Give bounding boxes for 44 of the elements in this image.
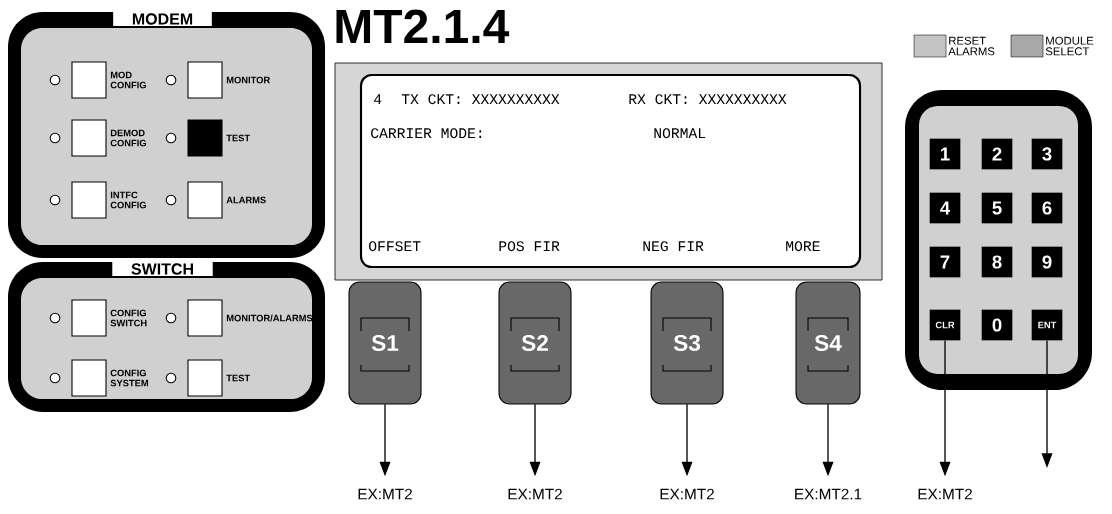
screen-text: NEG FIR bbox=[643, 241, 704, 252]
indicator-button: MODULE SELECT bbox=[1010, 34, 1094, 58]
node-label: RESET ALARMS bbox=[948, 36, 995, 56]
softkey: S2 bbox=[498, 281, 572, 405]
title: MT2.1.4 bbox=[336, 9, 510, 43]
node-label: MONITOR/ALARMS bbox=[226, 314, 313, 322]
indicator-button: RESET ALARMS bbox=[913, 34, 995, 58]
node-label: ALARMS bbox=[226, 196, 266, 204]
node-label: TEST bbox=[226, 134, 251, 142]
node-label: DEMOD CONFIG bbox=[110, 129, 146, 147]
node-label: INTFC CONFIG bbox=[110, 191, 146, 209]
screen-text: POS FIR bbox=[499, 241, 560, 252]
panel-button: MOD CONFIG bbox=[71, 61, 146, 99]
target-label: EX:MT2 bbox=[358, 488, 412, 500]
panel-button: CONFIG SWITCH bbox=[71, 299, 147, 337]
screen-text: NORMAL bbox=[654, 128, 706, 139]
softkey: S1 bbox=[348, 281, 422, 405]
node-label: TEST bbox=[226, 374, 251, 382]
screen-text: MORE bbox=[786, 241, 820, 252]
screen-text: OFFSET bbox=[369, 241, 421, 252]
display-screen bbox=[334, 62, 883, 281]
node-label: MODULE SELECT bbox=[1045, 36, 1094, 56]
target-label: EX:MT2 bbox=[660, 488, 714, 500]
panel-button: INTFC CONFIG bbox=[71, 181, 146, 219]
screen-text: 4 bbox=[374, 94, 382, 104]
node-label: CONFIG SWITCH bbox=[110, 309, 147, 327]
screen-text: TX CKT: XXXXXXXXXX bbox=[401, 94, 560, 105]
target-label: EX:MT2 bbox=[508, 488, 562, 500]
node-label: MOD CONFIG bbox=[110, 71, 146, 89]
target-label: EX:MT2 bbox=[918, 488, 972, 500]
node-label: MONITOR bbox=[226, 76, 270, 84]
panel-button: CONFIG SYSTEM bbox=[71, 359, 149, 397]
node-label: CONFIG SYSTEM bbox=[110, 369, 149, 387]
panel-button: TEST bbox=[187, 119, 251, 157]
screen-text: CARRIER MODE: bbox=[371, 128, 482, 139]
panel-button: MONITOR/ALARMS bbox=[187, 299, 313, 337]
softkey: S3 bbox=[650, 281, 724, 405]
softkey: S4 bbox=[795, 281, 861, 405]
panel-button: DEMOD CONFIG bbox=[71, 119, 146, 157]
screen-text: RX CKT: XXXXXXXXXX bbox=[629, 94, 787, 105]
panel-button: TEST bbox=[187, 359, 251, 397]
target-label: EX:MT2.1 bbox=[795, 488, 862, 500]
panel-button: MONITOR bbox=[187, 61, 270, 99]
panel-button: ALARMS bbox=[187, 181, 266, 219]
